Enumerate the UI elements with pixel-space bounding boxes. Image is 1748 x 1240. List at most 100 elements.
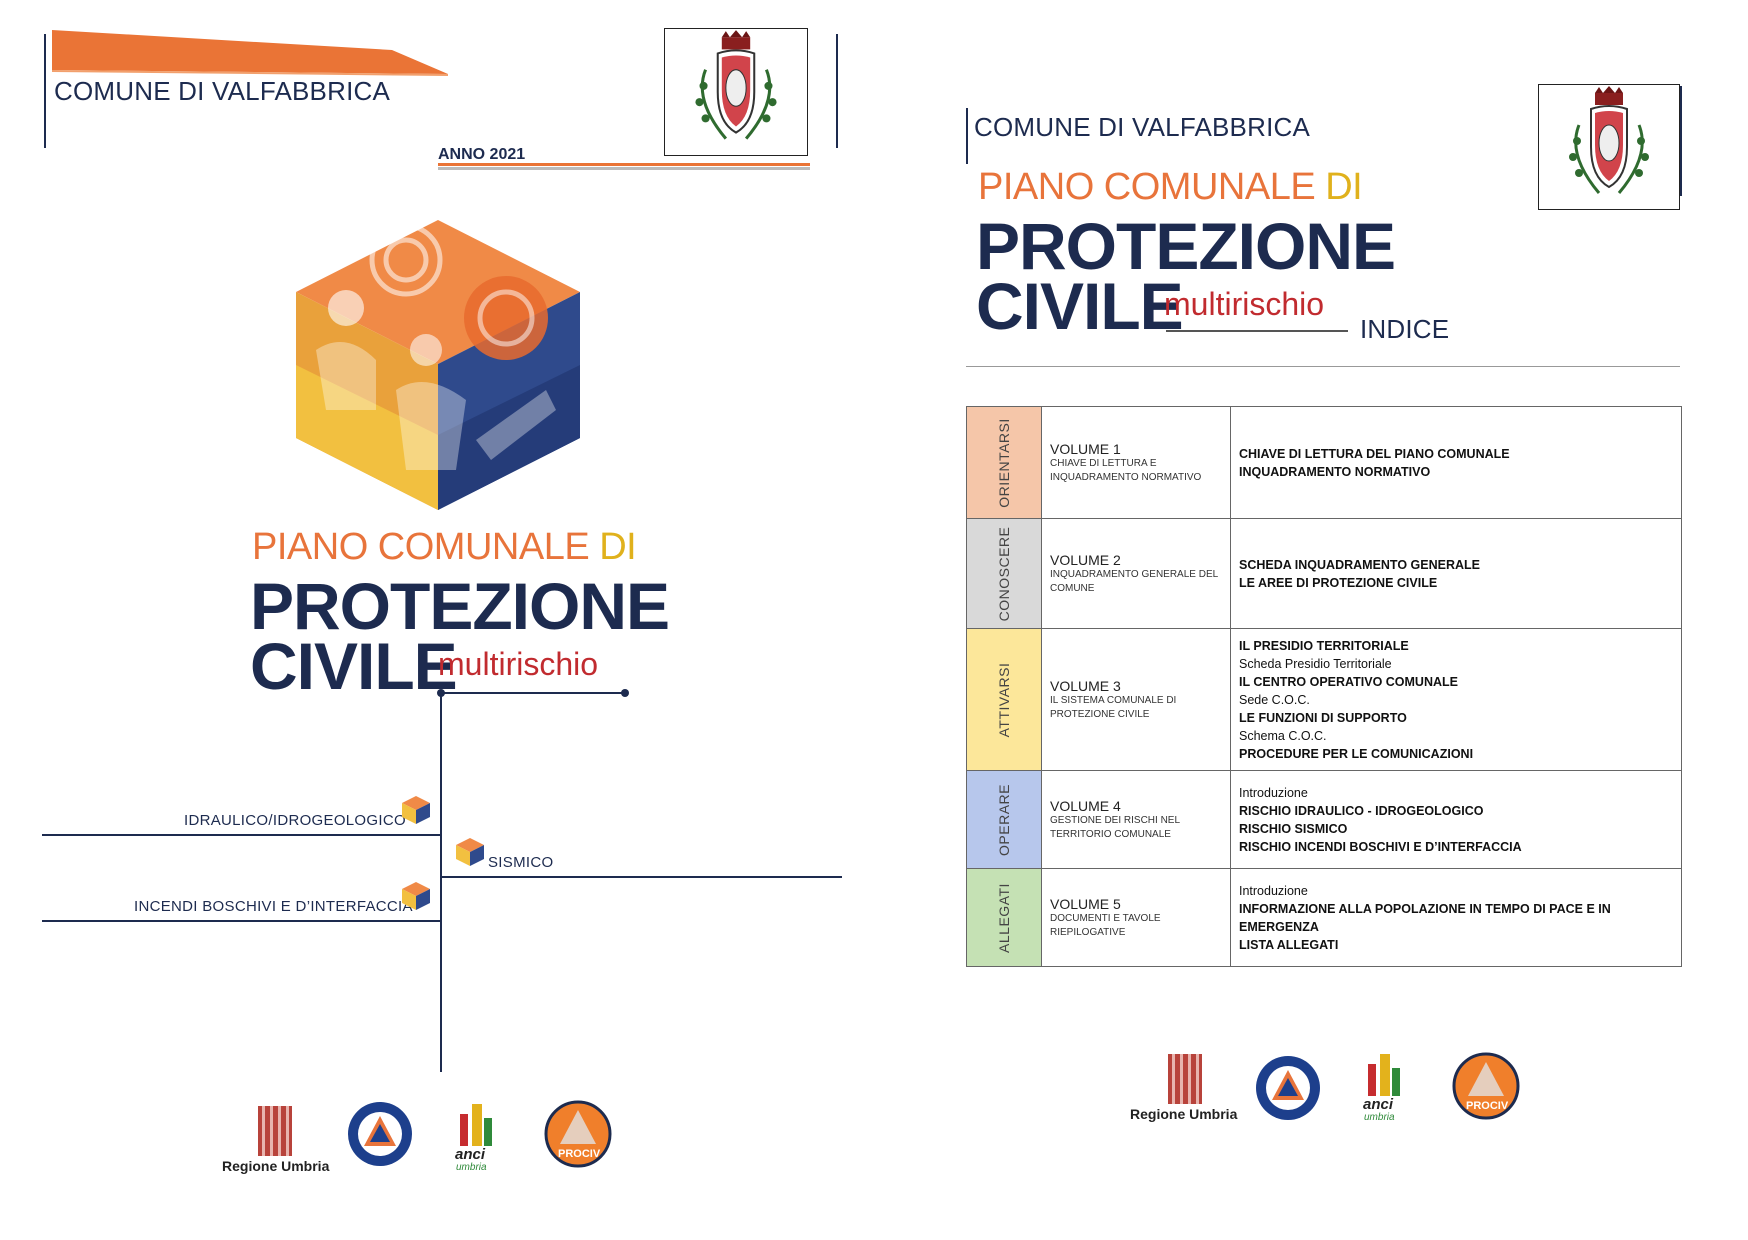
contents-item: LISTA ALLEGATI (1239, 937, 1339, 952)
contents-item: Sede C.O.C. (1239, 692, 1310, 707)
mini-cube-icon (402, 882, 430, 910)
crest-logo (1538, 84, 1680, 210)
title-civile: CIVILE (250, 629, 458, 703)
comune-title: COMUNE DI VALFABBRICA (54, 76, 391, 106)
section-label: ALLEGATI (996, 882, 1012, 953)
volume-subtitle: INQUADRAMENTO GENERALE DEL COMUNE (1050, 568, 1218, 594)
section-cell: ORIENTARSI (966, 406, 1042, 519)
contents-item: INQUADRAMENTO NORMATIVO (1239, 464, 1431, 479)
title-protezione: PROTEZIONE (250, 569, 670, 643)
coat-of-arms-icon (695, 30, 777, 140)
contents-item: Scheda Presidio Territoriale (1239, 656, 1392, 671)
contents-item: IL CENTRO OPERATIVO COMUNALE (1239, 674, 1458, 689)
title-civile: CIVILE (976, 269, 1184, 343)
anci-label: anci (1363, 1096, 1394, 1113)
protezione-civile-regione-logo-icon (1256, 1056, 1320, 1120)
orange-header-swoosh (52, 30, 448, 76)
anci-umbria-label: umbria (1364, 1112, 1395, 1123)
contents-item: CHIAVE DI LETTURA DEL PIANO COMUNALE (1239, 446, 1510, 461)
header-right-rule (836, 34, 838, 148)
title-piano: PIANO COMUNALE DI (978, 166, 1363, 209)
header-left-rule (966, 108, 968, 164)
risk-incendi-line (42, 920, 440, 922)
section-label: CONOSCERE (996, 526, 1012, 621)
volume-title: VOLUME 5 (1050, 895, 1121, 912)
prociv-label: PROCIV (1466, 1100, 1509, 1112)
header-left-rule (44, 34, 46, 148)
section-cell: ATTIVARSI (966, 628, 1042, 771)
anci-label: anci (455, 1146, 486, 1163)
header-right-rule (1680, 86, 1682, 196)
section-label: OPERARE (996, 783, 1012, 856)
section-cell: CONOSCERE (966, 518, 1042, 629)
volume-subtitle: IL SISTEMA COMUNALE DI PROTEZIONE CIVILE (1050, 694, 1177, 720)
anci-prociv-logo-icon (1452, 1052, 1520, 1120)
contents-item: LE FUNZIONI DI SUPPORTO (1239, 710, 1407, 725)
section-cell: OPERARE (966, 770, 1042, 869)
volume-title: VOLUME 3 (1050, 677, 1121, 694)
contents-item: SCHEDA INQUADRAMENTO GENERALE (1239, 557, 1480, 572)
risk-sismico-line (440, 876, 842, 878)
regione-umbria-label: Regione Umbria (1130, 1106, 1238, 1122)
contents-item: INFORMAZIONE ALLA POPOLAZIONE IN TEMPO D… (1239, 901, 1611, 934)
header-divider (966, 366, 1680, 367)
crest-logo (664, 28, 808, 156)
title-underline (440, 692, 626, 694)
contents-item: RISCHIO INCENDI BOSCHIVI E D’INTERFACCIA (1239, 839, 1522, 854)
title-underline (1166, 330, 1348, 332)
risk-sismico-label: SISMICO (488, 854, 554, 871)
title-protezione: PROTEZIONE (976, 209, 1396, 283)
contents-item: Introduzione (1239, 883, 1308, 898)
contents-item: Schema C.O.C. (1239, 728, 1327, 743)
regione-umbria-logo-icon (258, 1106, 292, 1156)
volume-subtitle: CHIAVE DI LETTURA E INQUADRAMENTO NORMAT… (1050, 457, 1202, 483)
index-page: COMUNE DI VALFABBRICA PIANO COMUNALE DI … (874, 0, 1748, 1240)
anci-tower-logo-icon (1368, 1054, 1400, 1096)
section-cell: ALLEGATI (966, 868, 1042, 967)
contents-item: RISCHIO SISMICO (1239, 821, 1348, 836)
title-piano: PIANO COMUNALE DI (252, 526, 637, 569)
section-label: ATTIVARSI (996, 662, 1012, 737)
risk-incendi-label: INCENDI BOSCHIVI E D’INTERFACCIA (134, 898, 413, 915)
risk-idraulico-label: IDRAULICO/IDROGEOLOGICO (184, 812, 406, 829)
protezione-civile-regione-logo-icon (348, 1102, 412, 1166)
regione-umbria-label: Regione Umbria (222, 1158, 330, 1174)
anci-prociv-logo-icon (544, 1100, 612, 1168)
mini-cube-icon (402, 796, 430, 824)
volume-subtitle: DOCUMENTI E TAVOLE RIEPILOGATIVE (1050, 912, 1161, 938)
comune-title: COMUNE DI VALFABBRICA (974, 112, 1311, 142)
regione-umbria-logo-icon (1168, 1054, 1202, 1104)
anci-tower-logo-icon (460, 1104, 492, 1146)
prociv-label: PROCIV (558, 1148, 601, 1160)
contents-cell: SCHEDA INQUADRAMENTO GENERALE LE AREE DI … (1230, 518, 1682, 629)
volume-subtitle: GESTIONE DEI RISCHI NEL TERRITORIO COMUN… (1050, 814, 1180, 840)
mini-cube-icon (456, 838, 484, 866)
cover-page: COMUNE DI VALFABBRICA ANNO 2021 (42, 28, 842, 1174)
volume-title: VOLUME 1 (1050, 440, 1121, 457)
contents-cell: IL PRESIDIO TERRITORIALE Scheda Presidio … (1230, 628, 1682, 771)
contents-item: IL PRESIDIO TERRITORIALE (1239, 638, 1409, 653)
contents-item: LE AREE DI PROTEZIONE CIVILE (1239, 575, 1438, 590)
volume-title: VOLUME 2 (1050, 551, 1121, 568)
section-label: ORIENTARSI (996, 417, 1012, 508)
indice-title: INDICE (1360, 314, 1450, 344)
anno-label: ANNO 2021 (438, 146, 526, 163)
line-dot-right (621, 689, 629, 697)
contents-cell: CHIAVE DI LETTURA DEL PIANO COMUNALE INQU… (1230, 406, 1682, 519)
anno-underline (438, 163, 810, 170)
title-piano-part1: PIANO COMUNALE (252, 526, 600, 568)
contents-item: PROCEDURE PER LE COMUNICAZIONI (1239, 746, 1474, 761)
contents-item: RISCHIO IDRAULICO - IDROGEOLOGICO (1239, 803, 1484, 818)
